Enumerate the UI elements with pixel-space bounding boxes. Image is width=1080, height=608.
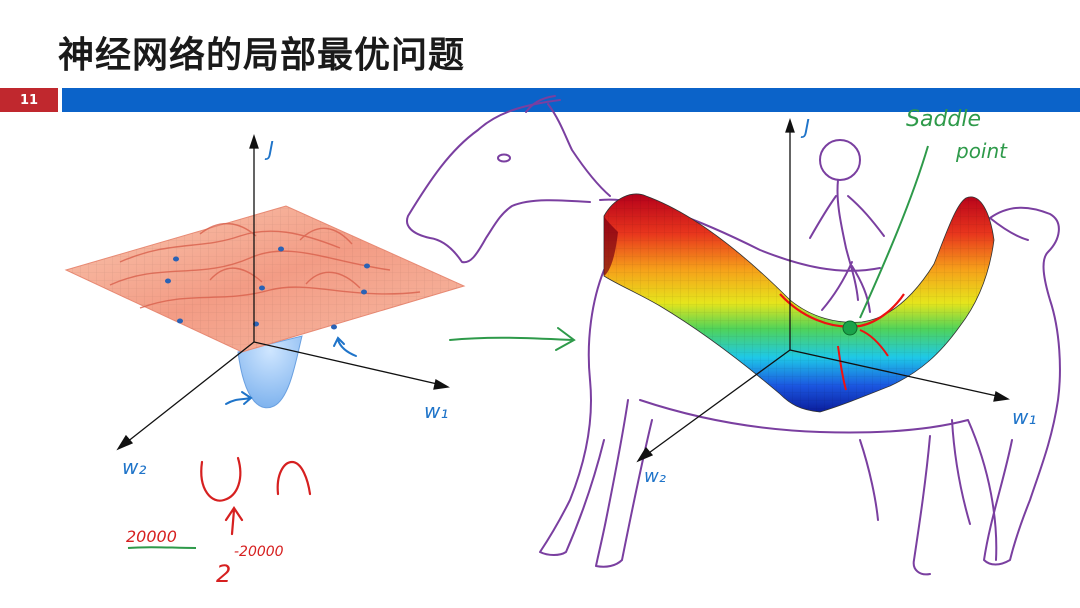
left-axis-w1-label: w₁ (424, 399, 448, 423)
count-label: 20000 (126, 527, 177, 546)
count-underline (127, 546, 197, 549)
well-arrow (225, 391, 253, 405)
exponent-base: 2 (216, 560, 231, 588)
saddle-point-marker (842, 320, 858, 336)
rider-sketch (809, 139, 885, 313)
left-axis-j-label: J (264, 137, 274, 161)
left-axis-w2-label: w₂ (122, 455, 146, 479)
saddle-label-line1: Saddle (906, 107, 981, 132)
right-saddle-plot: J w₁ w₂ Saddle point (406, 95, 1061, 576)
transition-arrow (449, 327, 576, 351)
right-axis-w2-label: w₂ (644, 466, 666, 487)
right-axis-w1-label: w₁ (1012, 405, 1036, 429)
global-minimum-well (237, 335, 303, 409)
exponent-power: -20000 (234, 544, 284, 560)
minimum-arrow (333, 336, 357, 357)
left-local-minima-plot: J w₁ w₂ (64, 133, 466, 479)
saddle-pointer-line (859, 145, 929, 319)
slide-title: 神经网络的局部最优问题 (58, 35, 466, 76)
slide-number: 11 (0, 88, 58, 112)
right-axis-j-label: J (800, 115, 810, 139)
saddle-label-line2: point (955, 139, 1008, 163)
convex-concave-sketch (200, 456, 312, 536)
header-bar (62, 88, 1080, 112)
